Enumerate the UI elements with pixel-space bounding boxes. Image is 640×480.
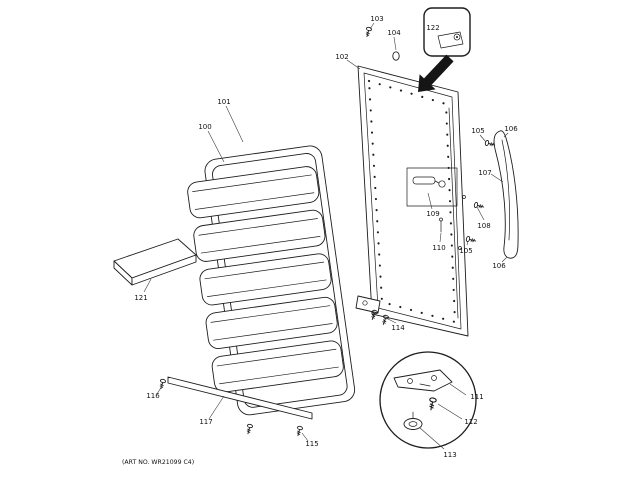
detail-arrow [418, 54, 454, 92]
callout-101: 101 [217, 98, 230, 106]
callout-117: 117 [199, 418, 212, 426]
shelf-bin [199, 253, 332, 306]
leader-lines [143, 22, 509, 450]
hinge-screw-103 [363, 26, 373, 38]
callout-105a: 105 [471, 127, 484, 135]
latch-lever [412, 176, 436, 185]
top-hinge-detail-box [418, 7, 471, 92]
trim-screw-115 [294, 425, 304, 437]
shelf-bin [211, 340, 344, 393]
outer-door-panel [357, 65, 469, 337]
trim-screw-116 [157, 378, 167, 390]
callout-109: 109 [426, 210, 439, 218]
hinge-bracket-114 [355, 295, 381, 314]
art-number-note: (ART NO. WR21099 C4) [122, 459, 194, 466]
callout-104: 104 [387, 29, 401, 37]
callout-121: 121 [134, 294, 147, 302]
trim-screw-mid [244, 423, 254, 435]
mounting-screw-108 [473, 201, 485, 211]
callout-106b: 106 [492, 262, 506, 270]
bottom-hinge-bracket-111 [393, 369, 453, 392]
bottom-hinge-detail-circle [379, 351, 477, 449]
door-handle [493, 130, 519, 259]
latch-pin [439, 217, 443, 233]
callout-102: 102 [335, 53, 348, 61]
door-bottom-trim [167, 376, 313, 420]
callout-113: 113 [443, 451, 456, 459]
slide-out-shelf [113, 238, 197, 286]
callout-107: 107 [478, 169, 491, 177]
door-liner-assembly [187, 145, 356, 416]
callout-114: 114 [391, 324, 405, 332]
latch-recess [406, 167, 458, 207]
shelf-bin [187, 166, 320, 219]
callout-111: 111 [470, 393, 483, 401]
callout-103: 103 [370, 15, 383, 23]
top-hinge-detail-drawing [437, 31, 464, 49]
handle-mount-hole [458, 246, 462, 250]
callout-105b: 105 [459, 247, 472, 255]
callout-106a: 106 [504, 125, 518, 133]
callout-100: 100 [198, 123, 211, 131]
callout-110: 110 [432, 244, 445, 252]
leveling-foot-113 [403, 411, 423, 430]
callout-labels: 103 104 122 102 101 100 105 106 107 109 … [134, 15, 518, 459]
door-shelf-bins [187, 166, 344, 393]
callout-108: 108 [477, 222, 490, 230]
callout-115: 115 [305, 440, 318, 448]
shelf-bin [205, 296, 338, 349]
callout-112: 112 [464, 418, 477, 426]
shelf-bin [193, 209, 326, 262]
callout-122: 122 [426, 24, 439, 32]
handle-mount-hole [462, 195, 466, 199]
callout-116: 116 [146, 392, 160, 400]
hole-plug-104 [392, 51, 400, 61]
